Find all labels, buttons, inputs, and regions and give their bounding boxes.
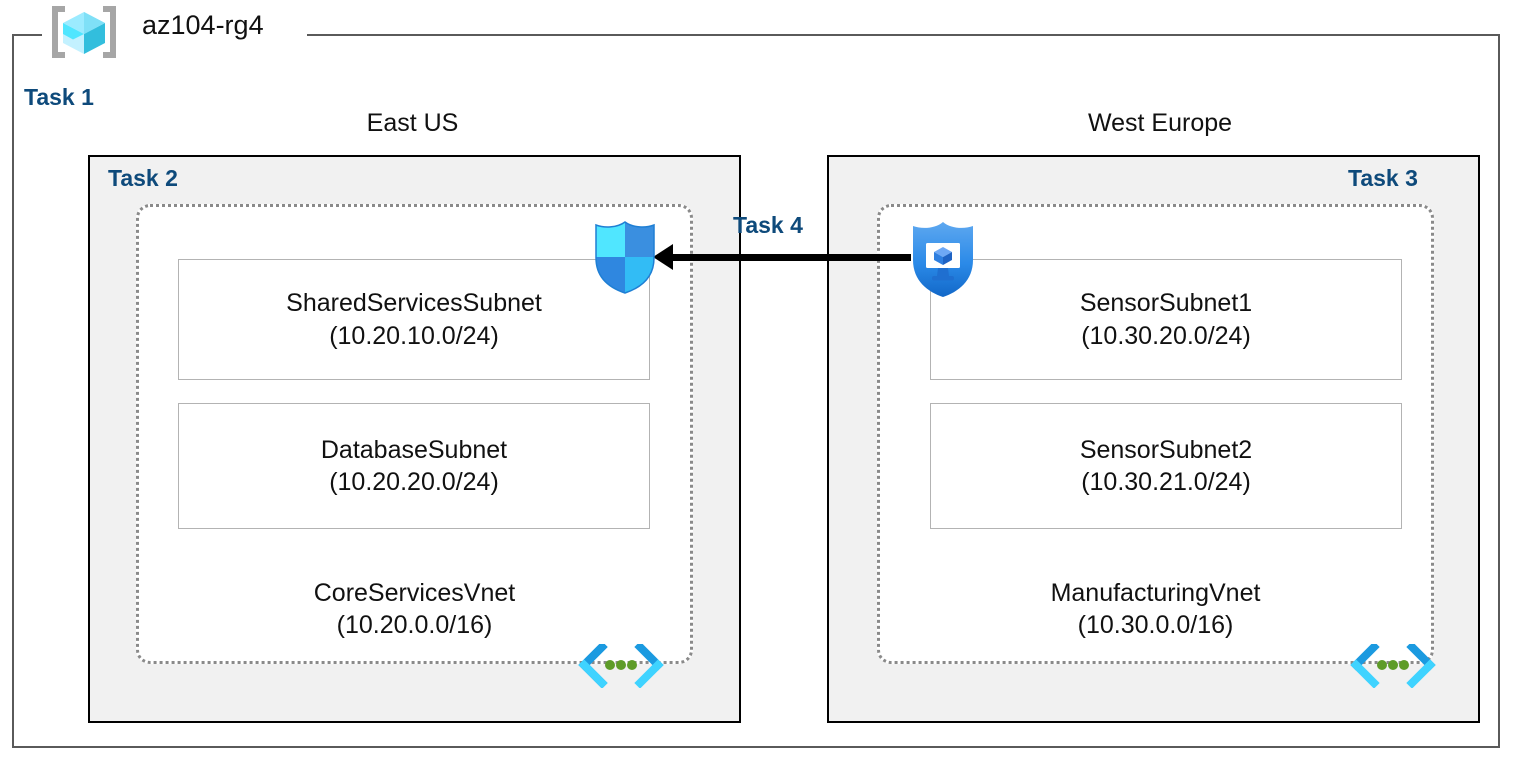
subnet-box-databasesubnet: DatabaseSubnet (10.20.20.0/24) [178, 403, 650, 529]
vnet-name: ManufacturingVnet [1050, 579, 1261, 607]
virtual-network-icon [1348, 641, 1438, 689]
subnet-name: DatabaseSubnet [320, 435, 508, 464]
subnet-cidr: (10.30.20.0/24) [1081, 321, 1251, 350]
peering-connection-arrowhead [653, 244, 673, 270]
task-3-label: Task 3 [1348, 165, 1418, 191]
region-title-westeurope: West Europe [1087, 109, 1233, 137]
subnet-name: SensorSubnet1 [1079, 289, 1253, 317]
peering-connection-line [668, 254, 911, 261]
vnet-name: CoreServicesVnet [313, 579, 516, 607]
subnet-box-sensorsubnet1: SensorSubnet1 (10.30.20.0/24) [930, 259, 1402, 380]
vnet-caption-coreservicesvnet: CoreServicesVnet (10.20.0.0/16) [139, 577, 690, 641]
vnet-caption-manufacturingvnet: ManufacturingVnet (10.30.0.0/16) [880, 577, 1431, 641]
virtual-network-icon [576, 641, 666, 689]
task-2-label: Task 2 [108, 165, 178, 191]
subnet-box-sensorsubnet2: SensorSubnet2 (10.30.21.0/24) [930, 403, 1402, 529]
task-4-label-backdrop [741, 205, 827, 253]
vnet-box-manufacturingvnet: SensorSubnet1 (10.30.20.0/24) SensorSubn… [877, 204, 1434, 664]
bastion-monitor-shield-icon [908, 220, 978, 298]
resource-group-cube-icon [48, 2, 120, 62]
subnet-box-sharedservicessubnet: SharedServicesSubnet (10.20.10.0/24) [178, 259, 650, 380]
vnet-cidr: (10.20.0.0/16) [336, 611, 493, 639]
task-4-label: Task 4 [733, 212, 803, 238]
resource-group-title: az104-rg4 [142, 10, 264, 40]
network-security-group-shield-icon [592, 220, 658, 294]
subnet-cidr: (10.20.20.0/24) [329, 468, 499, 496]
vnet-cidr: (10.30.0.0/16) [1077, 611, 1234, 639]
region-title-eastus: East US [366, 109, 459, 137]
subnet-cidr: (10.20.10.0/24) [329, 321, 499, 350]
subnet-cidr: (10.30.21.0/24) [1081, 468, 1251, 496]
subnet-name: SensorSubnet2 [1079, 435, 1253, 464]
subnet-name: SharedServicesSubnet [286, 289, 542, 317]
task-1-label: Task 1 [24, 84, 94, 110]
resource-group-frame-top-left [12, 34, 42, 36]
vnet-box-coreservicesvnet: SharedServicesSubnet (10.20.10.0/24) Dat… [136, 204, 693, 664]
resource-group-frame-top-right [307, 34, 1500, 36]
